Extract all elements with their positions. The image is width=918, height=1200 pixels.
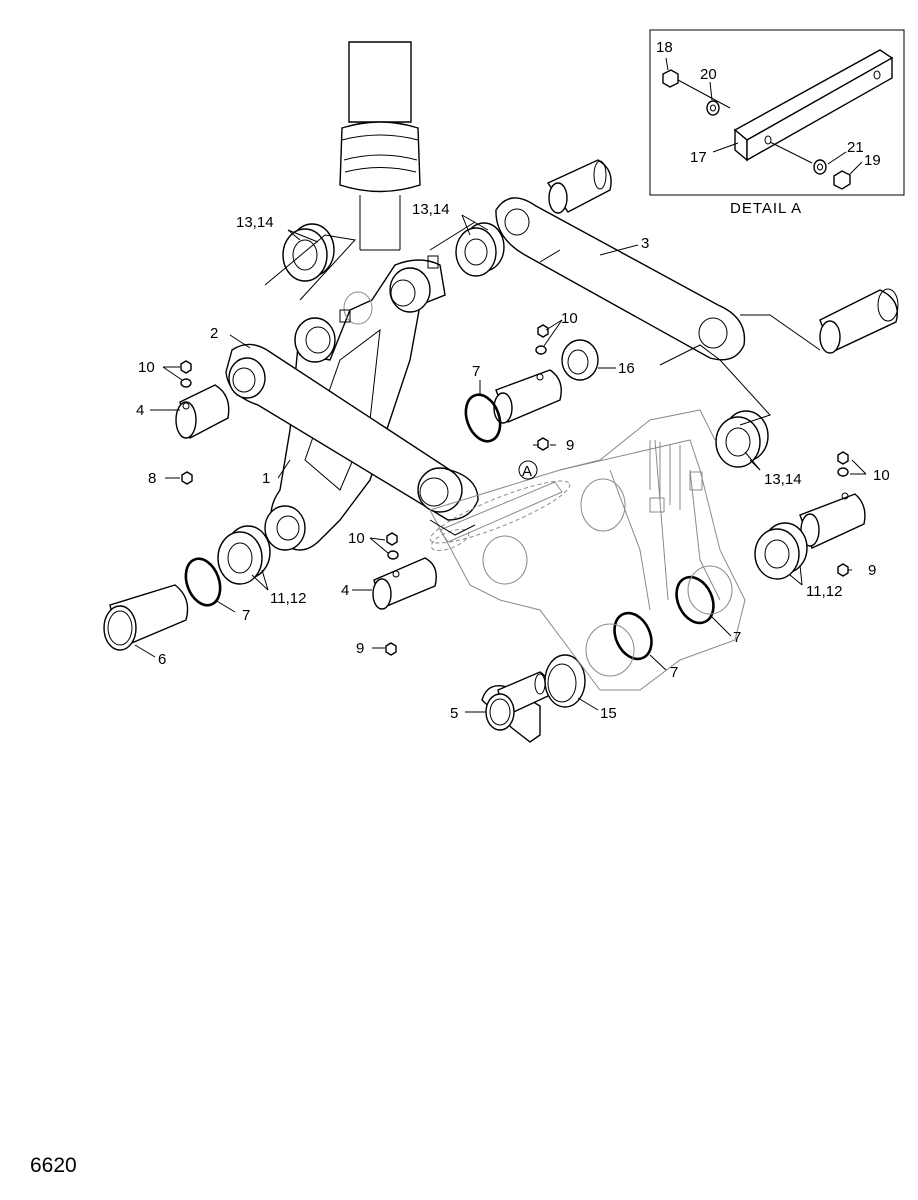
- hydraulic-cylinder: [339, 41, 421, 251]
- label-10-d: 10: [873, 467, 890, 484]
- label-10-c: 10: [348, 530, 365, 547]
- nut-9-a: [537, 437, 549, 451]
- bushing-13-14-center: [455, 222, 505, 277]
- detail-label-17: 17: [690, 149, 707, 166]
- bolt-10-c: [386, 532, 399, 560]
- label-10-a: 10: [561, 310, 578, 327]
- bushing-13-14-right: [715, 410, 769, 468]
- label-8: 8: [148, 470, 156, 487]
- label-4-b: 4: [341, 582, 349, 599]
- pin-5: [481, 671, 550, 743]
- label-6: 6: [158, 651, 166, 668]
- o-ring-7-right: [675, 575, 715, 625]
- washer-20: [706, 100, 720, 116]
- pin-4-left: [175, 384, 230, 440]
- label-4-a: 4: [136, 402, 144, 419]
- shim-15: [544, 654, 586, 708]
- washer-21: [813, 159, 827, 175]
- label-16: 16: [618, 360, 635, 377]
- detail-label-18: 18: [656, 39, 673, 56]
- pin-top-right: [546, 159, 612, 214]
- nut-9-b: [385, 642, 397, 656]
- detail-a-box: 18 20 17 21 19: [649, 29, 905, 196]
- label-9-a: 9: [566, 437, 574, 454]
- link-bar-3: [495, 197, 746, 361]
- bolt-10-b: [180, 360, 192, 388]
- page-number: 6620: [30, 1154, 77, 1177]
- label-15: 15: [600, 705, 617, 722]
- label-9-b: 9: [356, 640, 364, 657]
- label-7-a: 7: [472, 363, 480, 380]
- detail-label-21: 21: [847, 139, 864, 156]
- label-11-12-a: 11,12: [270, 590, 306, 607]
- leader-lines: [134, 214, 867, 713]
- bolt-10-a: [535, 324, 549, 355]
- label-11-12-b: 11,12: [806, 583, 842, 600]
- label-7-c: 7: [733, 629, 741, 646]
- bolt-10-d: [837, 451, 849, 477]
- label-10-b: 10: [138, 359, 155, 376]
- bolt-18: [662, 69, 731, 109]
- label-7-b: 7: [242, 607, 250, 624]
- nut-19: [833, 170, 851, 190]
- callout-a-label: A: [522, 463, 532, 480]
- label-2: 2: [210, 325, 218, 342]
- pin-far-right: [819, 288, 899, 354]
- label-3: 3: [641, 235, 649, 252]
- o-ring-7-top: [464, 393, 502, 443]
- label-13-14-c: 13,14: [764, 471, 802, 488]
- label-7-d: 7: [670, 664, 678, 681]
- label-13-14-b: 13,14: [412, 201, 450, 218]
- detail-label-20: 20: [700, 66, 717, 83]
- label-9-c: 9: [868, 562, 876, 579]
- bushing-11-12-left: [217, 525, 271, 585]
- pin-right-lower: [799, 492, 866, 549]
- detail-label-19: 19: [864, 152, 881, 169]
- nut-9-c: [837, 563, 849, 577]
- detail-title: DETAIL A: [730, 200, 802, 217]
- pin-6: [103, 584, 189, 651]
- square-bar-17: [733, 49, 894, 162]
- pin-4-lower: [372, 557, 437, 610]
- link-bar-2: [225, 343, 479, 521]
- label-5: 5: [450, 705, 458, 722]
- bushing-11-12-right: [754, 522, 808, 580]
- o-ring-7-left: [184, 557, 222, 607]
- pin-center: [493, 369, 562, 424]
- link-arm-1: [264, 255, 446, 551]
- boom-ghost-outline: [429, 409, 746, 691]
- nut-8: [181, 471, 193, 485]
- label-13-14-a: 13,14: [236, 214, 274, 231]
- label-1: 1: [262, 470, 270, 487]
- callout-a: A: [518, 460, 538, 480]
- collar-16: [561, 339, 599, 381]
- o-ring-7-lower: [613, 611, 653, 661]
